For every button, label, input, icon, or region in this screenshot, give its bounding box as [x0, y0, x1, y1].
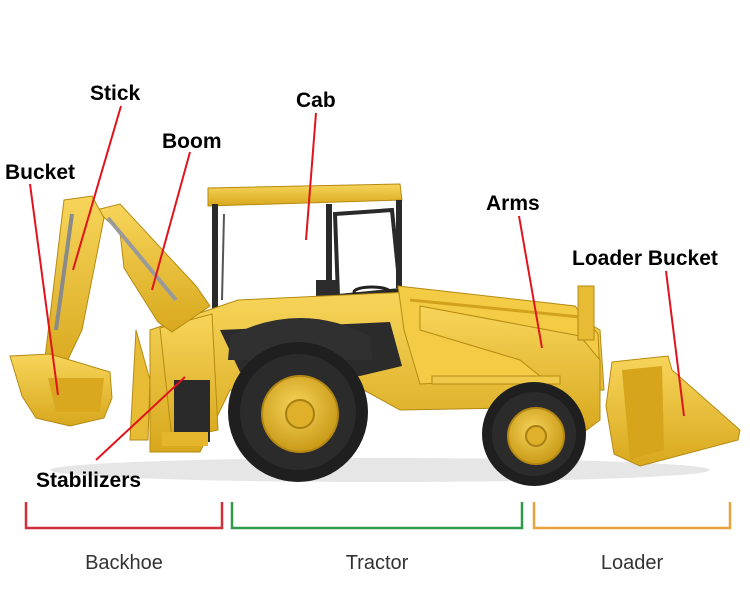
- loader-bucket: [605, 355, 741, 467]
- ground-shadow: [50, 458, 710, 482]
- boom-label: Boom: [162, 130, 222, 153]
- boom-pointer: [151, 151, 191, 291]
- backhoe-section-label: Backhoe: [85, 552, 163, 574]
- stick-label: Stick: [90, 82, 141, 105]
- rear-tire: [228, 342, 368, 482]
- loader-bucket-pointer: [665, 270, 685, 417]
- loader-arms: [419, 285, 601, 433]
- loader-bracket: [532, 502, 732, 530]
- arms-label: Arms: [486, 192, 540, 215]
- stabilizers: [159, 313, 219, 446]
- cab-pointer: [305, 112, 317, 241]
- backhoe-bucket: [9, 353, 113, 427]
- stabilizers-pointer: [95, 376, 186, 461]
- tractor-section-label: Tractor: [345, 552, 409, 574]
- backhoe-bracket: [24, 502, 224, 530]
- arms-pointer: [518, 215, 543, 349]
- front-tire: [482, 382, 586, 486]
- stick-pointer: [72, 105, 122, 271]
- bucket-label: Bucket: [5, 161, 76, 184]
- stabilizers-label: Stabilizers: [36, 469, 142, 492]
- loader-bucket-label: Loader Bucket: [572, 247, 718, 270]
- tractor-bracket: [230, 502, 524, 530]
- loader-section-label: Loader: [600, 552, 664, 574]
- stick: [43, 195, 105, 373]
- boom: [94, 203, 211, 441]
- pointer-lines: [29, 105, 685, 461]
- cab-label: Cab: [296, 89, 336, 112]
- bucket-pointer: [29, 183, 59, 396]
